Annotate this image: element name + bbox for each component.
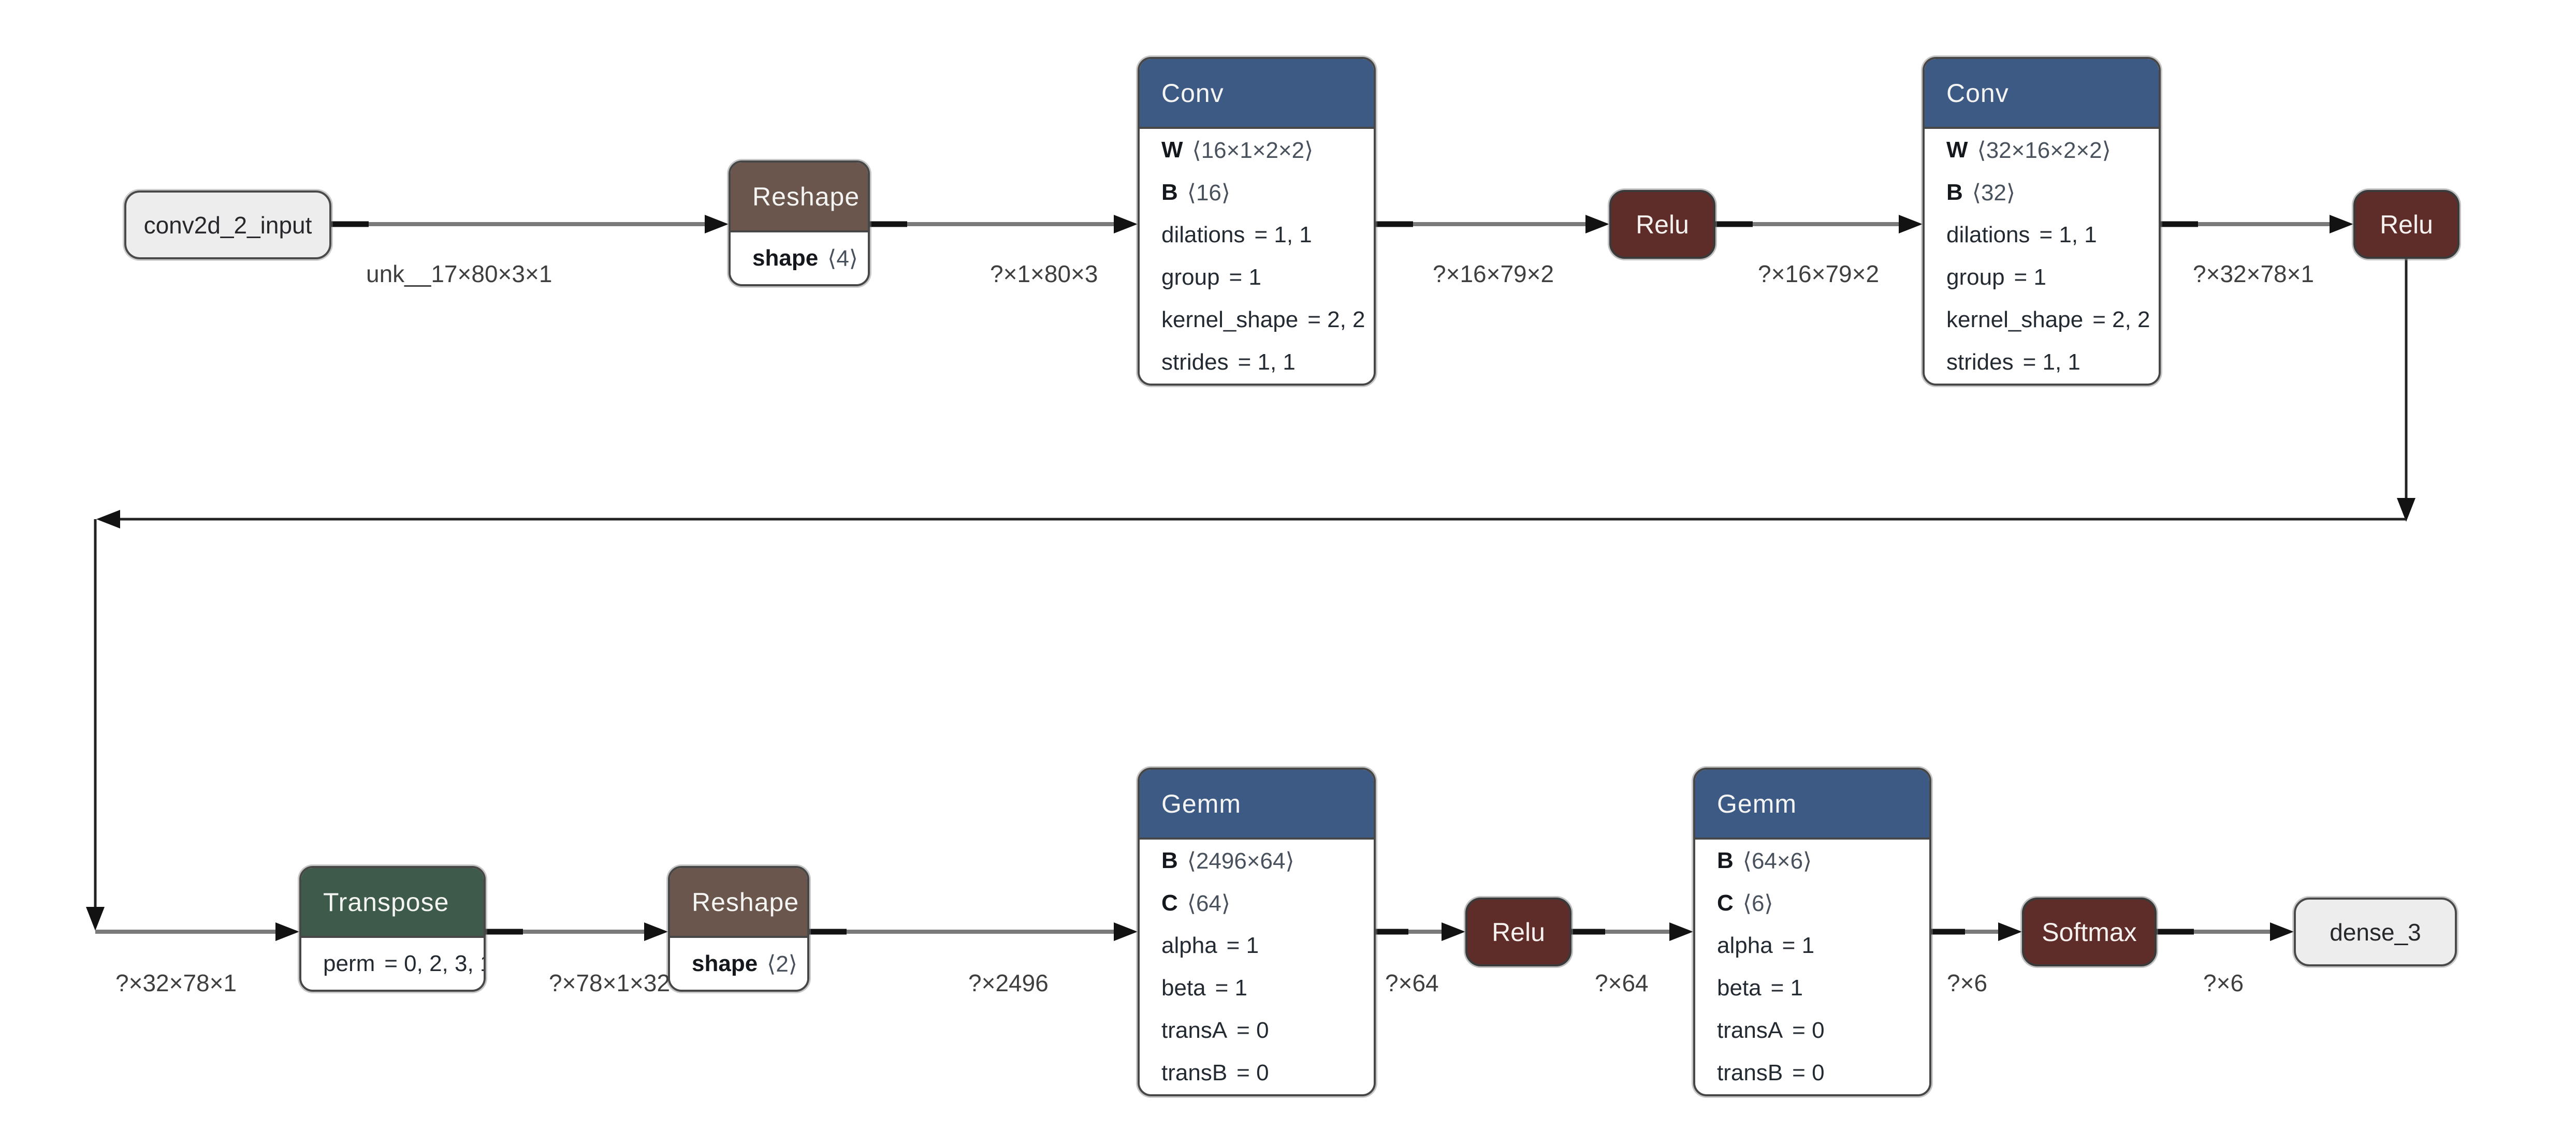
node-conv-2[interactable]: Conv W ⟨32×16×2×2⟩ B ⟨32⟩ dilations = 1,… <box>1923 57 2161 386</box>
edge-relu1-conv2 <box>1715 215 1923 233</box>
node-body: W ⟨16×1×2×2⟩ B ⟨16⟩ dilations = 1, 1 gro… <box>1140 129 1374 384</box>
node-param-B: B ⟨64×6⟩ <box>1717 848 1812 874</box>
node-param-shape: shape ⟨4⟩ <box>752 245 858 271</box>
node-param-B: B ⟨16⟩ <box>1161 180 1231 205</box>
node-attr-alpha: alpha = 1 <box>1717 933 1815 958</box>
node-relu-2[interactable]: Relu <box>2353 190 2459 259</box>
node-title: Gemm <box>1717 789 1797 818</box>
node-body: shape ⟨4⟩ <box>731 232 868 284</box>
node-body: shape ⟨2⟩ <box>670 938 807 990</box>
node-attr-group: group = 1 <box>1161 265 1261 290</box>
node-param-W: W ⟨16×1×2×2⟩ <box>1161 137 1314 163</box>
node-reshape-2[interactable]: Reshape shape ⟨2⟩ <box>668 866 809 992</box>
node-gemm-1[interactable]: Gemm B ⟨2496×64⟩ C ⟨64⟩ alpha = 1 beta =… <box>1138 768 1376 1096</box>
edge-conv1-relu1 <box>1376 215 1609 233</box>
node-attr-transB: transB = 0 <box>1717 1060 1825 1085</box>
node-attr-strides: strides = 1, 1 <box>1161 349 1296 375</box>
edge-shape-label: ?×16×79×2 <box>1758 260 1880 287</box>
node-attr-alpha: alpha = 1 <box>1161 933 1259 958</box>
node-attr-transB: transB = 0 <box>1161 1060 1269 1085</box>
node-reshape-1[interactable]: Reshape shape ⟨4⟩ <box>729 160 870 286</box>
node-relu-1[interactable]: Relu <box>1609 190 1715 259</box>
node-title: Relu <box>1636 210 1689 239</box>
node-title: Reshape <box>752 182 860 211</box>
edge-shape-label: ?×64 <box>1385 969 1439 996</box>
edge-shape-label: ?×64 <box>1595 969 1649 996</box>
node-title: Relu <box>1492 917 1545 947</box>
edge-shape-label: ?×2496 <box>968 969 1049 996</box>
node-attr-perm: perm = 0, 2, 3, 1 <box>323 951 486 976</box>
node-title: Softmax <box>2042 917 2137 947</box>
node-output-dense-3[interactable]: dense_3 <box>2294 898 2457 966</box>
node-attr-transA: transA = 0 <box>1717 1018 1825 1043</box>
edge-shape-label: ?×16×79×2 <box>1433 260 1554 287</box>
edge-reshape1-conv1 <box>870 215 1138 233</box>
node-title: Gemm <box>1161 789 1241 818</box>
node-attr-kernel-shape: kernel_shape = 2, 2 <box>1946 307 2150 332</box>
node-attr-group: group = 1 <box>1946 265 2046 290</box>
node-attr-kernel-shape: kernel_shape = 2, 2 <box>1161 307 1365 332</box>
edge-input-reshape1 <box>331 215 729 233</box>
node-param-shape: shape ⟨2⟩ <box>692 951 797 977</box>
edge-shape-label: ?×6 <box>2203 969 2244 996</box>
edge-reshape2-gemm1 <box>809 922 1138 941</box>
edge-transpose-reshape2 <box>486 922 668 941</box>
node-title: Conv <box>1946 78 2009 108</box>
node-param-W: W ⟨32×16×2×2⟩ <box>1946 137 2111 163</box>
node-attr-strides: strides = 1, 1 <box>1946 349 2080 375</box>
node-attr-dilations: dilations = 1, 1 <box>1946 222 2097 247</box>
node-title: Transpose <box>323 887 449 917</box>
edge-shape-label: ?×1×80×3 <box>990 260 1098 287</box>
node-title: Conv <box>1161 78 1224 108</box>
edge-softmax-dense3 <box>2157 922 2294 941</box>
node-body: W ⟨32×16×2×2⟩ B ⟨32⟩ dilations = 1, 1 gr… <box>1925 129 2159 384</box>
node-transpose[interactable]: Transpose perm = 0, 2, 3, 1 <box>299 866 486 992</box>
node-attr-beta: beta = 1 <box>1717 975 1803 1001</box>
edge-conv2-relu2 <box>2161 215 2353 233</box>
edge-shape-label: ?×32×78×1 <box>2193 260 2315 287</box>
node-param-B: B ⟨32⟩ <box>1946 180 2016 205</box>
node-input-conv2d-2-input[interactable]: conv2d_2_input <box>124 190 331 259</box>
node-body: B ⟨64×6⟩ C ⟨6⟩ alpha = 1 beta = 1 transA… <box>1695 840 1929 1094</box>
node-header: Conv <box>1925 59 2159 129</box>
edge-relu3-gemm2 <box>1571 922 1693 941</box>
node-param-B: B ⟨2496×64⟩ <box>1161 848 1294 874</box>
node-attr-dilations: dilations = 1, 1 <box>1161 222 1312 247</box>
io-node-label: conv2d_2_input <box>143 211 312 239</box>
node-attr-transA: transA = 0 <box>1161 1018 1269 1043</box>
edge-shape-label: ?×78×1×32 <box>549 969 671 996</box>
edge-shape-label: unk__17×80×3×1 <box>366 260 552 287</box>
io-node-label: dense_3 <box>2330 918 2421 946</box>
node-header: Conv <box>1140 59 1374 129</box>
node-header: Gemm <box>1695 770 1929 840</box>
node-gemm-2[interactable]: Gemm B ⟨64×6⟩ C ⟨6⟩ alpha = 1 beta = 1 t… <box>1693 768 1931 1096</box>
node-header: Gemm <box>1140 770 1374 840</box>
edge-gemm2-softmax <box>1931 922 2022 941</box>
node-param-C: C ⟨6⟩ <box>1717 890 1773 916</box>
node-param-C: C ⟨64⟩ <box>1161 890 1231 916</box>
node-body: B ⟨2496×64⟩ C ⟨64⟩ alpha = 1 beta = 1 tr… <box>1140 840 1374 1094</box>
node-attr-beta: beta = 1 <box>1161 975 1248 1001</box>
node-conv-1[interactable]: Conv W ⟨16×1×2×2⟩ B ⟨16⟩ dilations = 1, … <box>1138 57 1376 386</box>
edge-gemm1-relu3 <box>1376 922 1465 941</box>
node-softmax[interactable]: Softmax <box>2022 898 2157 966</box>
node-relu-3[interactable]: Relu <box>1465 898 1571 966</box>
edge-shape-label: ?×6 <box>1947 969 1988 996</box>
node-header: Reshape <box>731 163 868 232</box>
node-header: Reshape <box>670 868 807 938</box>
edge-shape-label: ?×32×78×1 <box>115 969 237 996</box>
edge-relu2-transpose <box>86 259 2415 941</box>
node-title: Reshape <box>692 887 799 917</box>
node-header: Transpose <box>301 868 484 938</box>
node-body: perm = 0, 2, 3, 1 <box>301 938 484 990</box>
node-title: Relu <box>2380 210 2433 239</box>
